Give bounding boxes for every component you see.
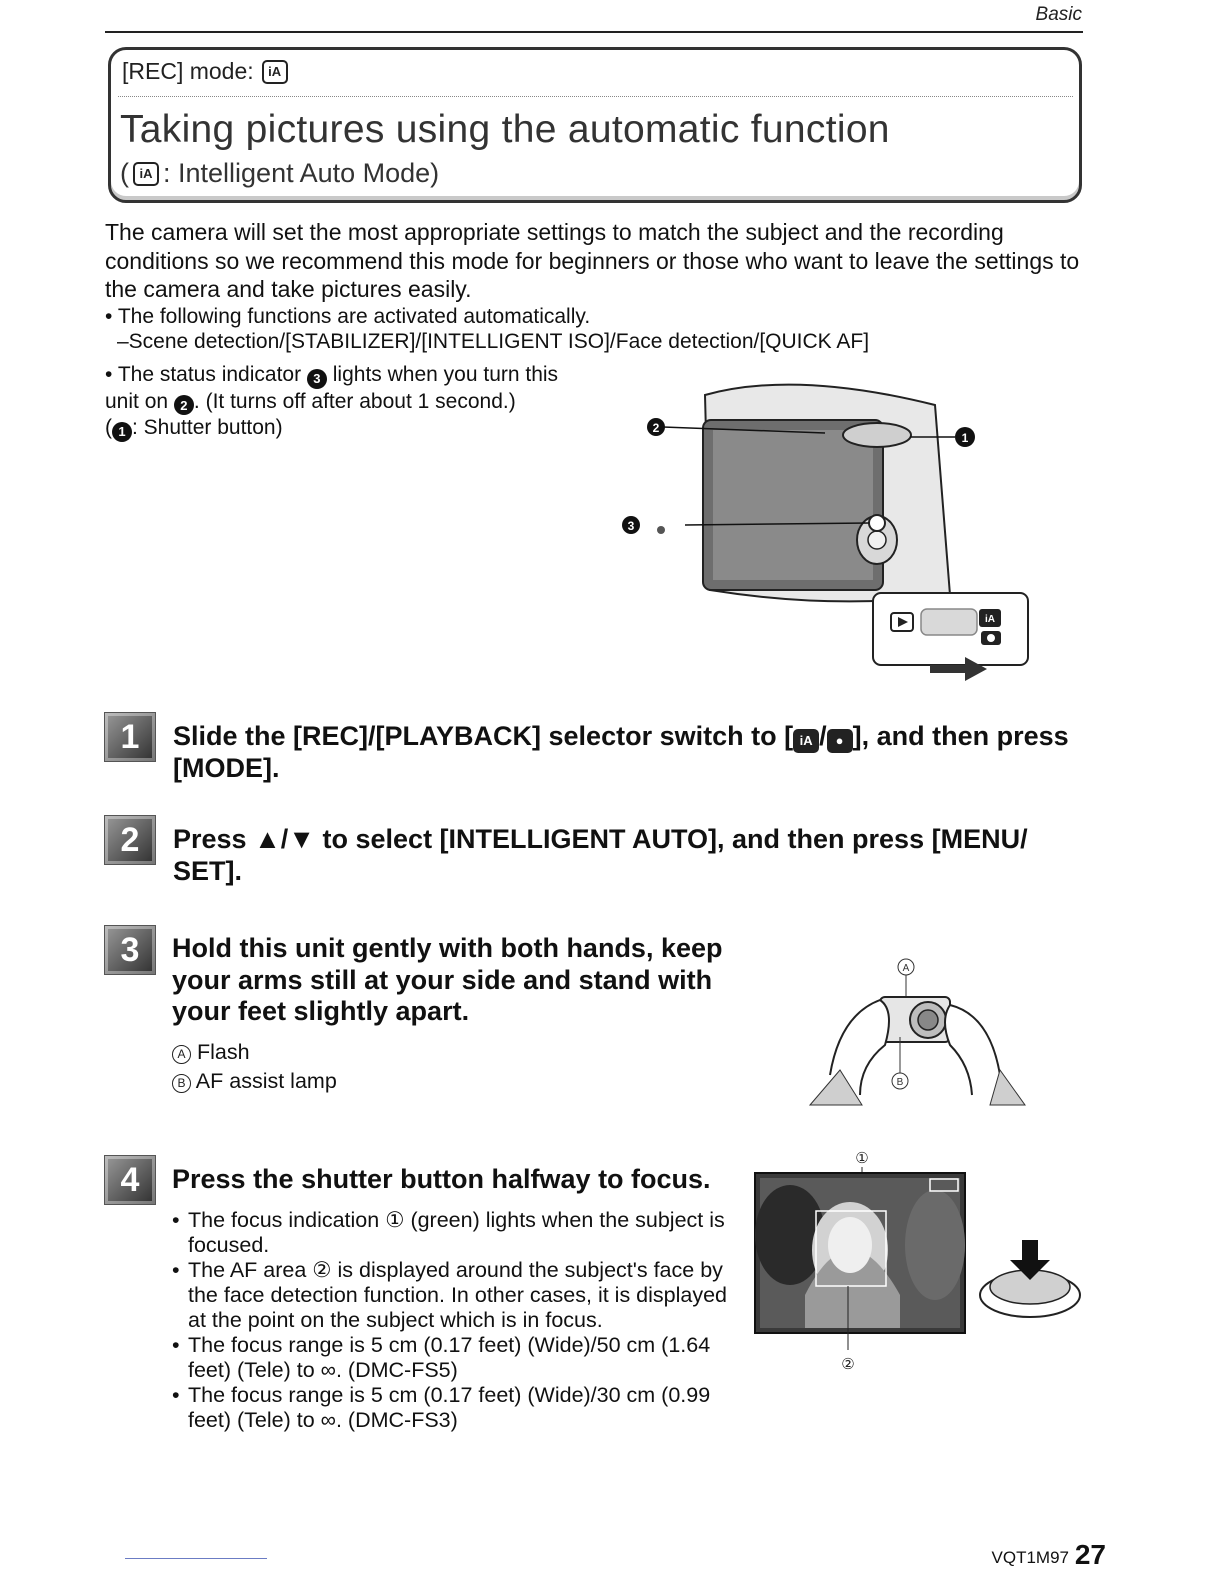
- callout-1-icon: 1: [112, 421, 132, 442]
- switch-ia-label: iA: [985, 614, 995, 625]
- step-1-text: Slide the [REC]/[PLAYBACK] selector swit…: [173, 721, 1073, 784]
- step-1-text-a: Slide the [REC]/[PLAYBACK] selector swit…: [173, 721, 794, 751]
- title-divider: [118, 96, 1073, 97]
- intro-paragraph: The camera will set the most appropriate…: [105, 219, 1080, 302]
- intelligent-auto-icon: iA: [133, 161, 159, 186]
- page-title: Taking pictures using the automatic func…: [120, 108, 890, 151]
- step-2-badge: 2: [104, 815, 156, 865]
- list-item: The AF area ② is displayed around the su…: [172, 1258, 744, 1333]
- page-subtitle: ( iA : Intelligent Auto Mode): [120, 158, 439, 189]
- top-rule: [105, 31, 1083, 33]
- legend-af-lamp-text: AF assist lamp: [195, 1069, 337, 1093]
- intelligent-auto-icon: iA: [793, 728, 820, 753]
- step-4-badge: 4: [104, 1155, 156, 1205]
- section-label: Basic: [1035, 4, 1082, 25]
- step-3-legend: A Flash B AF assist lamp: [172, 1038, 572, 1096]
- flash-label: A: [903, 963, 910, 974]
- note-bullet-2-text-b: lights when you turn this unit on: [105, 363, 559, 413]
- page-number: 27: [1074, 1539, 1106, 1570]
- legend-mark-a: A: [172, 1045, 191, 1064]
- af-area-label: ②: [841, 1355, 854, 1373]
- list-item: The focus range is 5 cm (0.17 feet) (Wid…: [172, 1333, 744, 1383]
- note-bullet-2: • The status indicator 3 lights when you…: [105, 362, 575, 442]
- step-1-slash: /: [819, 721, 827, 751]
- document-code: VQT1M97: [991, 1548, 1069, 1567]
- subtitle-text: : Intelligent Auto Mode): [163, 158, 440, 188]
- legend-mark-b: B: [172, 1074, 191, 1093]
- camera-icon: ●: [826, 728, 853, 753]
- note-bullet-1: • The following functions are activated …: [105, 304, 1085, 329]
- hands-holding-camera-illustration: A B: [808, 958, 1026, 1106]
- rec-mode-label: [REC] mode:: [122, 58, 254, 84]
- note-bullet-1-sub: –Scene detection/[STABILIZER]/[INTELLIGE…: [117, 330, 870, 353]
- bullet-mark: •: [105, 305, 118, 328]
- step-3-badge: 3: [104, 925, 156, 975]
- note-bullet-1-text: The following functions are activated au…: [117, 305, 591, 328]
- step-2-text: Press ▲/▼ to select [INTELLIGENT AUTO], …: [173, 824, 1028, 886]
- list-item: The focus indication ① (green) lights wh…: [172, 1208, 744, 1258]
- footer-line: [125, 1558, 267, 1559]
- callout-2-icon: 2: [173, 395, 194, 415]
- focus-screen-illustration: ① ②: [754, 1149, 1081, 1373]
- intelligent-auto-icon: iA: [261, 59, 288, 84]
- title-box: [108, 47, 1082, 203]
- callout-3-icon: 3: [306, 368, 327, 389]
- bullet-mark: •: [105, 363, 118, 386]
- note-bullet-2-text-d: : Shutter button): [132, 416, 283, 439]
- legend-af-lamp: B AF assist lamp: [172, 1067, 572, 1096]
- step-4-text: Press the shutter button halfway to focu…: [172, 1164, 711, 1194]
- camera-back-illustration: 2 1 3 iA: [622, 383, 1029, 681]
- legend-flash: A Flash: [172, 1038, 572, 1067]
- note-bullet-2-text-c: . (It turns off after about 1 second.): [193, 389, 516, 413]
- step-4-bullets: The focus indication ① (green) lights wh…: [172, 1208, 744, 1433]
- af-lamp-label: B: [897, 1077, 904, 1088]
- step-3-text: Hold this unit gently with both hands, k…: [172, 933, 723, 1026]
- note-bullet-2-paren: (: [105, 416, 112, 439]
- callout-1-label: 1: [962, 431, 969, 445]
- step-1-badge: 1: [104, 712, 156, 762]
- rec-mode-line: [REC] mode: iA: [122, 58, 288, 85]
- step-1-text-c: ], and then press [MODE].: [173, 721, 1069, 783]
- callout-2-label: 2: [653, 421, 660, 435]
- subtitle-open: (: [120, 158, 129, 188]
- focus-indication-label: ①: [855, 1149, 868, 1167]
- note-bullet-2-text-a: The status indicator: [117, 363, 302, 386]
- legend-flash-text: Flash: [196, 1040, 250, 1064]
- list-item: The focus range is 5 cm (0.17 feet) (Wid…: [172, 1383, 744, 1433]
- callout-3-label: 3: [628, 519, 635, 533]
